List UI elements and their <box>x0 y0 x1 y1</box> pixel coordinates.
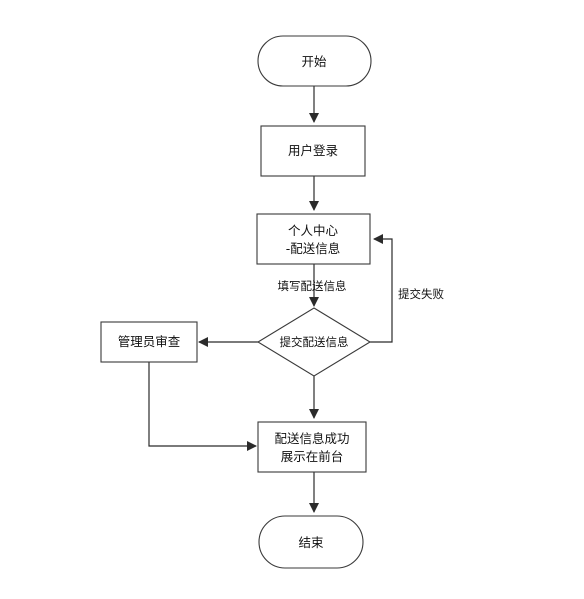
node-success-line1: 配送信息成功 <box>274 431 349 446</box>
edge-admin-to-success <box>148 362 257 451</box>
edge-submit-fail-loop <box>370 234 393 343</box>
node-success: 配送信息成功 展示在前台 <box>257 421 367 473</box>
node-end-label: 结束 <box>298 535 324 550</box>
node-login-label: 用户登录 <box>288 143 338 158</box>
node-profile: 个人中心 -配送信息 <box>256 213 371 265</box>
node-end: 结束 <box>258 515 364 569</box>
node-profile-line1: 个人中心 <box>288 223 339 238</box>
node-submit-label: 提交配送信息 <box>280 335 349 349</box>
edge-label-fill-info: 填写配送信息 <box>278 279 347 293</box>
node-success-line2: 展示在前台 <box>281 449 344 464</box>
node-start: 开始 <box>257 35 372 87</box>
node-start-label: 开始 <box>301 54 327 69</box>
node-profile-line2: -配送信息 <box>286 241 341 256</box>
node-submit-decision: 提交配送信息 <box>256 307 372 377</box>
node-admin-review: 管理员审查 <box>100 321 198 363</box>
node-login: 用户登录 <box>260 125 366 177</box>
node-admin-review-label: 管理员审查 <box>118 334 181 349</box>
edge-label-submit-failed: 提交失败 <box>398 287 444 301</box>
